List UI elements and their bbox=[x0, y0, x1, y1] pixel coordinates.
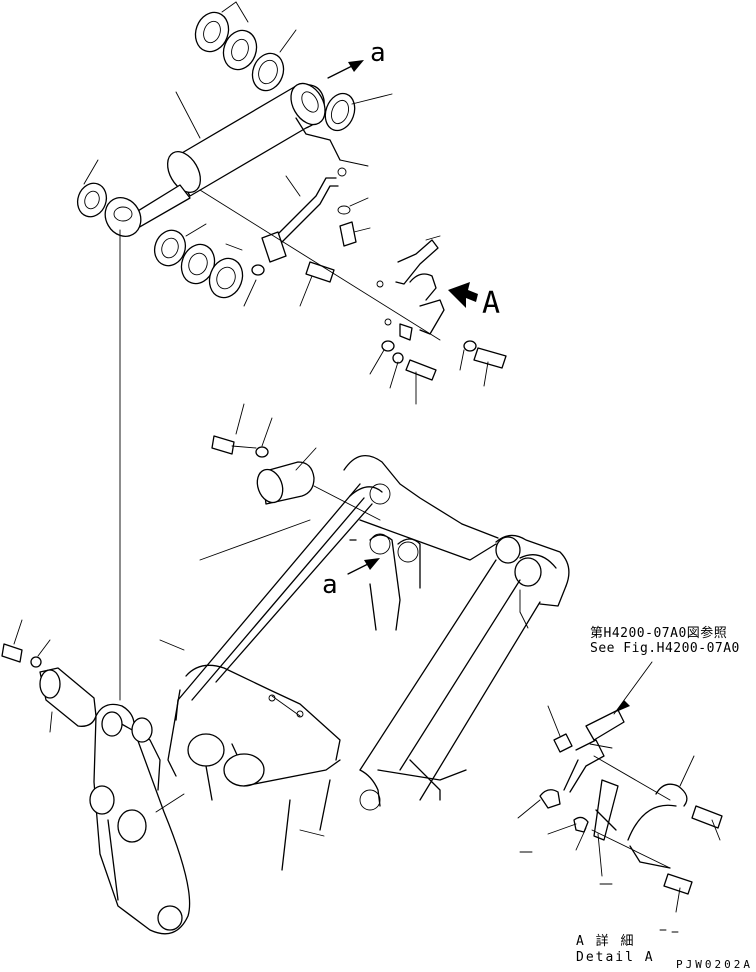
reference-note-jp: 第H4200-07A0図参照 bbox=[590, 626, 728, 641]
detail-a-caption: A 詳 細 Detail A bbox=[576, 934, 655, 966]
detail-a-caption-en: Detail A bbox=[576, 950, 655, 965]
washer-stack-top bbox=[194, 1, 297, 92]
callout-label-a-mid: a bbox=[322, 570, 338, 600]
view-arrow-label-a: A bbox=[482, 286, 501, 321]
bellcrank-assembly bbox=[1, 229, 191, 935]
drawing-code: PJW0202A bbox=[676, 958, 753, 971]
reference-note: 第H4200-07A0図参照 See Fig.H4200-07A0 bbox=[590, 626, 740, 656]
detail-a-caption-jp: A 詳 細 bbox=[576, 934, 636, 949]
detail-a-view bbox=[517, 661, 723, 933]
boom-pin-assembly bbox=[211, 403, 381, 521]
callout-label-a-top: a bbox=[370, 38, 386, 68]
hydraulic-cylinder bbox=[104, 82, 326, 237]
cylinder-assembly bbox=[76, 1, 507, 405]
seal-rings bbox=[76, 92, 393, 299]
callout-arrow-a-top bbox=[327, 60, 364, 79]
view-arrow-a bbox=[448, 282, 478, 308]
reference-note-en: See Fig.H4200-07A0 bbox=[590, 641, 740, 656]
lift-arm-frame bbox=[159, 454, 570, 871]
view-a-clamp-group bbox=[369, 235, 507, 405]
pipe-clamp-hardware bbox=[199, 189, 441, 341]
